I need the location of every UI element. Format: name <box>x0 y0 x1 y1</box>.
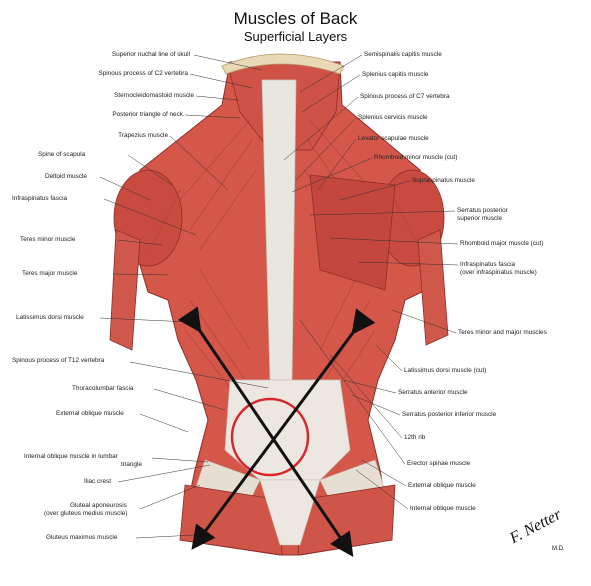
figure-title: Muscles of Back <box>233 9 358 28</box>
left-arm <box>109 229 141 351</box>
label-internal-oblique-lumbar: Internal oblique muscle in lumbar <box>24 453 118 460</box>
label-spinous-c7: Spinous process of C7 vertebra <box>360 93 450 100</box>
label-serratus-posterior: Serratus posterior <box>457 207 508 214</box>
label-gluteal-aponeurosis: Gluteal aponeurosis <box>70 502 127 509</box>
label-internal-oblique-lumbar-2: triangle <box>121 461 142 468</box>
label-infraspinatus-fascia: Infraspinatus fascia <box>12 195 68 202</box>
label-splenius-capitis: Splenius capitis muscle <box>362 71 429 78</box>
right-arm <box>417 229 449 346</box>
label-infraspinatus-fascia-right-2: (over infraspinatus muscle) <box>460 269 537 276</box>
label-trapezius: Trapezius muscle <box>118 132 168 139</box>
arrow-diagonal-down-left <box>191 308 376 550</box>
label-posterior-triangle: Posterior triangle of neck <box>112 111 183 118</box>
label-serratus-posterior-inferior: Serratus posterior inferior muscle <box>402 411 497 418</box>
label-erector-spinae: Erector spinae muscle <box>407 460 471 467</box>
label-deltoid: Deltoid muscle <box>45 173 87 180</box>
label-12th-rib: 12th rib <box>404 434 426 441</box>
label-latissimus-dorsi-cut: Latissimus dorsi muscle (cut) <box>404 367 487 374</box>
label-serratus-posterior-2: superior muscle <box>457 215 503 222</box>
label-rhomboid-major: Rhomboid major muscle (cut) <box>460 240 544 247</box>
label-gluteal-aponeurosis-2: (over gluteus medius muscle) <box>44 510 128 517</box>
label-sternocleidomastoid: Sternocleidomastoid muscle <box>114 92 194 99</box>
label-spinous-c2: Spinous process of C2 vertebra <box>98 70 188 77</box>
label-supraspinatus: Supraspinatus muscle <box>412 177 475 184</box>
label-thoracolumbar-fascia: Thoracolumbar fascia <box>72 385 134 392</box>
label-teres-minor-major: Teres minor and major muscles <box>458 329 547 336</box>
label-latissimus-dorsi: Latissimus dorsi muscle <box>16 314 84 321</box>
figure-subtitle: Superficial Layers <box>243 29 348 44</box>
label-internal-oblique-right: Internal oblique muscle <box>410 505 476 512</box>
right-scapula-muscles <box>309 174 396 291</box>
label-iliac-crest: Iliac crest <box>84 478 111 485</box>
label-teres-major: Teres major muscle <box>22 270 78 277</box>
label-splenius-cervicis: Splenius cervicis muscle <box>358 114 428 121</box>
label-gluteus-maximus: Gluteus maximus muscle <box>46 534 118 541</box>
label-serratus-anterior: Serratus anterior muscle <box>398 389 468 396</box>
label-external-oblique-left: External oblique muscle <box>56 410 124 417</box>
label-superior-nuchal-line: Superior nuchal line of skull <box>111 51 190 58</box>
label-teres-minor: Teres minor muscle <box>20 236 76 243</box>
artist-signature-suffix: M.D. <box>552 546 565 552</box>
label-rhomboid-minor: Rhomboid minor muscle (cut) <box>374 154 458 161</box>
skull-base <box>221 53 345 75</box>
label-spinous-t12: Spinous process of T12 vertebra <box>12 357 105 364</box>
label-infraspinatus-fascia-right: Infraspinatus fascia <box>460 261 516 268</box>
label-semispinalis-capitis: Semispinalis capitis muscle <box>364 51 442 58</box>
label-external-oblique-right: External oblique muscle <box>408 482 476 489</box>
label-levator-scapulae: Levator scapulae muscle <box>358 135 429 142</box>
label-spine-of-scapula: Spine of scapula <box>38 151 86 158</box>
